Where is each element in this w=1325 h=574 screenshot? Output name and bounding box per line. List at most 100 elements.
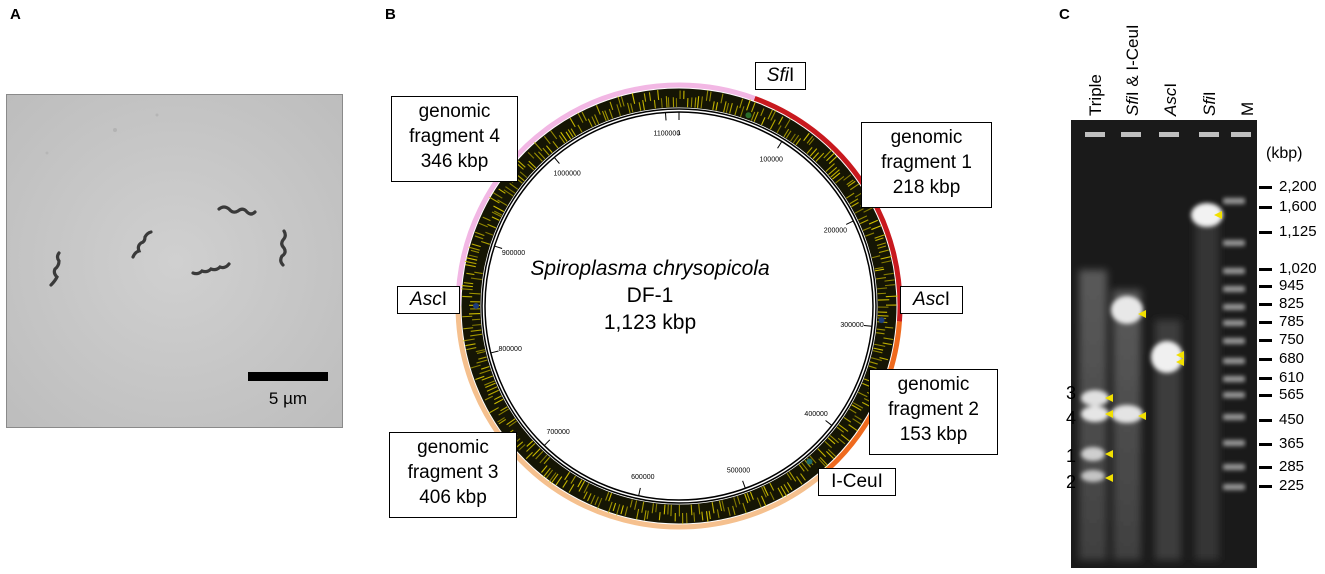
asci-right-plain: I	[944, 289, 950, 310]
gene-tick	[577, 124, 583, 133]
gene-tick	[756, 497, 762, 508]
gene-tick	[526, 440, 534, 447]
band-arrowhead	[1105, 394, 1113, 402]
ladder-tick	[1259, 285, 1272, 288]
gene-tick	[803, 132, 810, 142]
gene-tick	[552, 140, 559, 149]
gene-tick	[577, 479, 583, 488]
gene-tick	[651, 503, 655, 514]
gene-tick	[528, 160, 537, 169]
gene-tick	[478, 356, 487, 360]
gene-tick	[545, 469, 554, 479]
gene-tick	[564, 471, 571, 481]
gene-tick	[543, 467, 551, 478]
gene-tick	[468, 246, 480, 251]
size-unit-label: (kbp)	[1266, 145, 1303, 162]
ladder-tick	[1259, 443, 1272, 446]
gene-tick	[465, 343, 476, 347]
gene-tick	[470, 333, 483, 337]
gene-tick	[876, 277, 887, 280]
gene-tick	[485, 231, 494, 236]
fragment-4-line2: fragment 4	[409, 126, 500, 147]
marker-band	[1223, 240, 1245, 246]
gene-tick	[545, 145, 553, 154]
marker-band	[1223, 440, 1245, 446]
ladder-tick	[1259, 377, 1272, 380]
gene-tick	[462, 338, 475, 342]
gene-tick	[548, 472, 557, 483]
gene-tick	[843, 416, 852, 423]
gene-tick	[806, 147, 813, 154]
band-asc	[1151, 341, 1183, 373]
gene-tick	[798, 464, 805, 472]
gene-tick	[484, 380, 495, 386]
gene-tick	[481, 240, 490, 245]
gene-tick	[631, 93, 636, 104]
gene-tick	[701, 511, 704, 521]
ladder-label: 1,125	[1279, 223, 1317, 240]
gene-tick	[865, 232, 875, 237]
gene-tick	[885, 295, 898, 298]
gene-tick	[835, 176, 845, 184]
restriction-site-2	[878, 317, 885, 324]
asci-left-site-label: AscI	[397, 286, 460, 314]
well-4	[1199, 132, 1219, 137]
genome-size: 1,123 kbp	[603, 311, 697, 334]
marker-band	[1223, 358, 1245, 364]
gene-tick	[788, 471, 797, 482]
gene-tick	[819, 457, 828, 466]
gene-tick	[829, 435, 839, 444]
gene-tick	[874, 268, 885, 272]
marker-band	[1223, 414, 1245, 420]
gene-tick	[570, 128, 577, 137]
gene-tick	[746, 492, 751, 502]
gene-tick	[879, 357, 889, 361]
ladder-tick	[1259, 339, 1272, 342]
gene-tick	[874, 234, 886, 239]
gene-tick	[859, 219, 869, 225]
gene-tick	[739, 106, 745, 117]
gene-tick	[877, 287, 888, 290]
gene-tick	[729, 103, 733, 114]
gene-tick	[732, 505, 736, 516]
gene-tick	[849, 198, 859, 205]
gene-tick	[465, 264, 476, 268]
iceui-site-label: I-CeuI	[818, 468, 896, 496]
gene-tick	[463, 327, 474, 330]
gene-tick	[657, 90, 660, 101]
lane-header: Triple	[1086, 74, 1106, 116]
fragment-2-line2: fragment 2	[888, 399, 979, 420]
gene-tick	[464, 260, 477, 265]
ladder-label: 610	[1279, 369, 1305, 386]
lane-header-part: Sfi	[1123, 96, 1142, 116]
gene-tick	[746, 99, 751, 111]
gene-tick	[806, 135, 814, 144]
gene-tick	[541, 465, 548, 473]
sfii-site-label: SfiI	[755, 62, 806, 90]
gene-tick	[785, 130, 792, 139]
fragment-4-size: 346 kbp	[420, 151, 489, 172]
gene-tick	[881, 260, 892, 264]
gene-tick	[587, 118, 593, 128]
gene-tick	[527, 163, 535, 171]
asci-right-site-label: AscI	[900, 286, 963, 314]
panel-c-label: C	[1059, 6, 1070, 23]
gene-tick	[539, 454, 548, 464]
panel-b-label: B	[385, 6, 396, 23]
coordinate-tick	[553, 157, 560, 164]
band-triple-4	[1081, 406, 1109, 422]
gene-tick	[884, 279, 895, 282]
gene-tick	[832, 172, 841, 180]
gene-tick	[824, 440, 833, 449]
fragment-number: 3	[1066, 383, 1077, 403]
gene-tick	[828, 166, 838, 176]
gene-tick	[479, 369, 491, 375]
gene-tick	[777, 487, 784, 498]
gene-tick	[591, 116, 597, 126]
gene-tick	[753, 111, 759, 122]
gene-tick	[648, 92, 652, 102]
gene-tick	[526, 442, 536, 452]
gene-tick	[470, 329, 482, 332]
gene-tick	[725, 103, 730, 113]
